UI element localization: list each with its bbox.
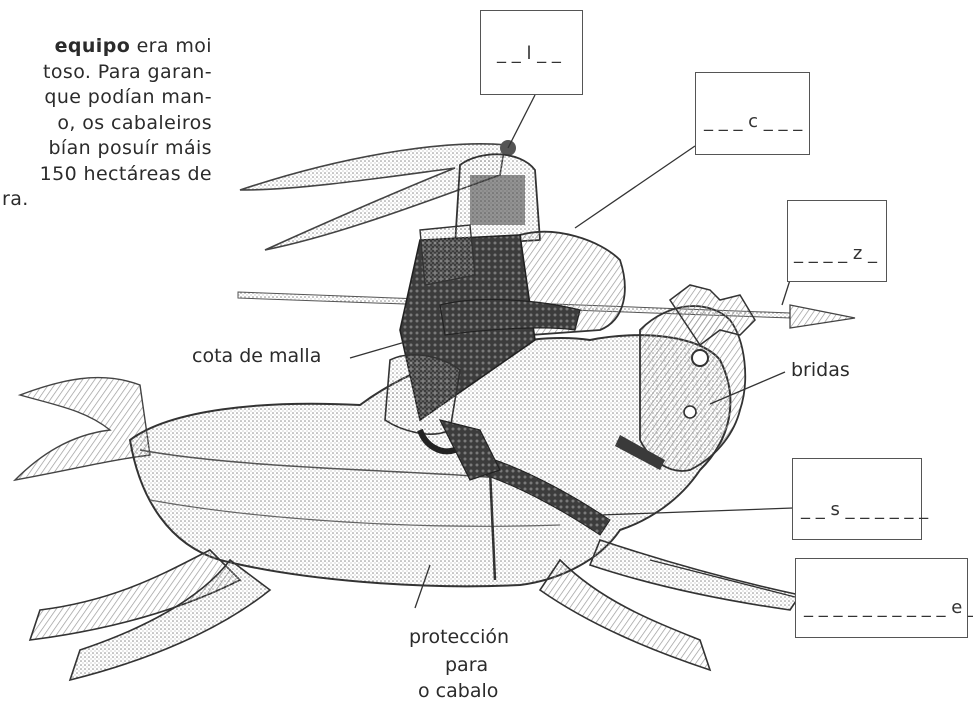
paragraph-line-2: toso. Para garan- (0, 60, 212, 86)
label-bridas: bridas (791, 359, 850, 381)
answer-box-4[interactable]: _ _ s _ _ _ _ _ _ (792, 458, 922, 540)
answer-box-1[interactable]: _ _ l _ _ (480, 10, 583, 95)
answer-blank-5: _ _ _ _ _ _ _ _ _ _ e _ _ _ (804, 597, 973, 618)
label-o-cabalo: o cabalo (418, 680, 498, 702)
answer-box-3[interactable]: _ _ _ _ z _ (787, 200, 887, 282)
answer-box-2[interactable]: _ _ _ c _ _ _ (695, 72, 810, 155)
answer-blank-1: _ _ l _ _ (497, 43, 561, 64)
paragraph-line-3: que podían man- (0, 85, 212, 111)
paragraph-line-1: era moi (130, 35, 212, 57)
label-proteccion: protección (409, 626, 509, 648)
paragraph-line-6: 150 hectáreas de (0, 162, 212, 188)
label-para: para (445, 654, 488, 676)
answer-blank-3: _ _ _ _ z _ (794, 243, 877, 264)
paragraph-line-5: bían posuír máis (0, 136, 212, 162)
answer-box-5[interactable]: _ _ _ _ _ _ _ _ _ _ e _ _ _ (795, 558, 968, 638)
paragraph-line-4: o, os cabaleiros (0, 111, 212, 137)
paragraph-line-7: ra. (0, 187, 212, 213)
label-cota-de-malla: cota de malla (192, 345, 321, 367)
answer-blank-2: _ _ _ c _ _ _ (704, 111, 802, 132)
paragraph-bold-word: equipo (55, 35, 131, 57)
intro-paragraph: equipo era moi toso. Para garan- que pod… (0, 34, 212, 213)
answer-blank-4: _ _ s _ _ _ _ _ _ (801, 499, 928, 520)
